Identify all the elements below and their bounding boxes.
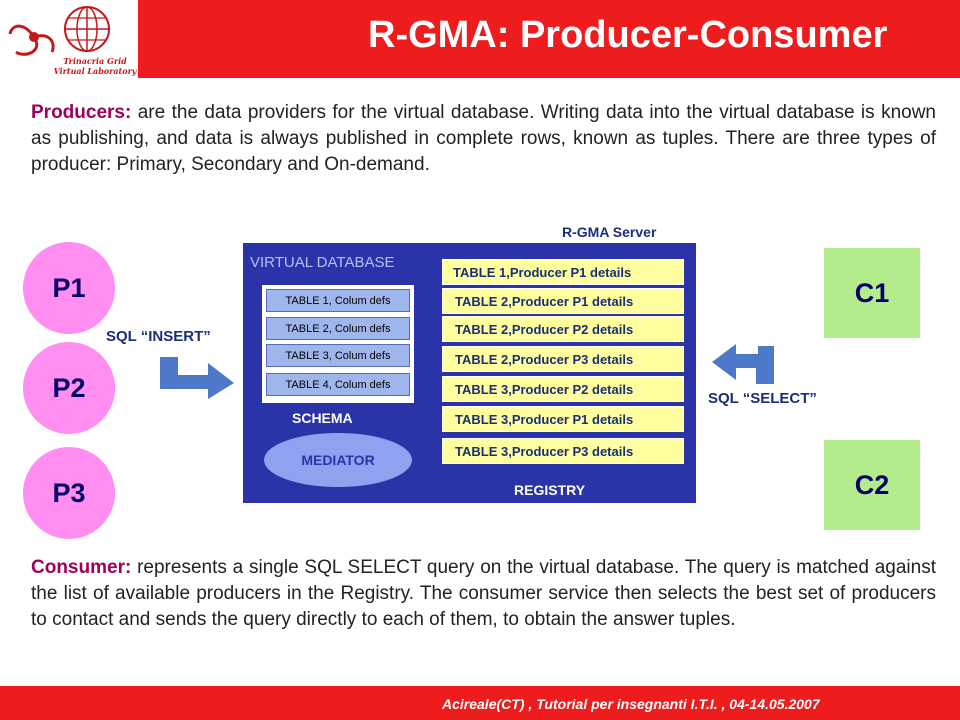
logo-line-1: Trinacria Grid xyxy=(63,56,127,66)
registry-label: REGISTRY xyxy=(514,482,586,498)
footer-bar xyxy=(0,686,960,720)
consumer-c1: C1 xyxy=(824,248,920,338)
page-title: R-GMA: Producer-Consumer xyxy=(368,14,888,56)
consumer-text: represents a single SQL SELECT query on … xyxy=(31,557,936,630)
sql-select-label: SQL “SELECT” xyxy=(708,390,817,407)
insert-arrow-icon xyxy=(160,357,234,399)
producers-lead: Producers: xyxy=(31,102,132,123)
registry-row: TABLE 3,Producer P2 details xyxy=(442,376,684,402)
mediator: MEDIATOR xyxy=(264,433,412,487)
producer-p1: P1 xyxy=(23,242,115,334)
schema-label: SCHEMA xyxy=(292,410,353,426)
producers-paragraph: Producers: are the data providers for th… xyxy=(31,100,936,178)
select-arrow-icon xyxy=(712,344,774,384)
producer-p3: P3 xyxy=(23,447,115,539)
globe-logo-icon xyxy=(64,6,110,52)
schema-row: TABLE 1, Colum defs xyxy=(266,289,410,312)
schema-row: TABLE 3, Colum defs xyxy=(266,344,410,367)
registry-row: TABLE 3,Producer P3 details xyxy=(442,438,684,464)
sql-insert-label: SQL “INSERT” xyxy=(106,328,211,345)
registry-row: TABLE 3,Producer P1 details xyxy=(442,406,684,432)
producer-p2: P2 xyxy=(23,342,115,434)
consumer-paragraph: Consumer: represents a single SQL SELECT… xyxy=(31,555,936,633)
virtual-database-title: VIRTUAL DATABASE xyxy=(250,254,395,271)
registry-row: TABLE 1,Producer P1 details xyxy=(442,259,684,285)
logo-line-2: Virtual Laboratory xyxy=(53,66,137,76)
consumer-c2: C2 xyxy=(824,440,920,530)
schema-row: TABLE 2, Colum defs xyxy=(266,317,410,340)
registry-row: TABLE 2,Producer P2 details xyxy=(442,316,684,342)
producers-text: are the data providers for the virtual d… xyxy=(31,102,936,175)
schema-row: TABLE 4, Colum defs xyxy=(266,373,410,396)
header-bar xyxy=(0,0,960,78)
logo: Trinacria Grid Virtual Laboratory xyxy=(0,0,138,78)
registry-row: TABLE 2,Producer P1 details xyxy=(442,288,684,314)
server-label: R-GMA Server xyxy=(562,224,657,240)
consumer-lead: Consumer: xyxy=(31,557,132,578)
trinacria-symbol-icon xyxy=(8,24,55,56)
registry-row: TABLE 2,Producer P3 details xyxy=(442,346,684,372)
footer-text: Acireale(CT) , Tutorial per insegnanti I… xyxy=(442,696,820,712)
